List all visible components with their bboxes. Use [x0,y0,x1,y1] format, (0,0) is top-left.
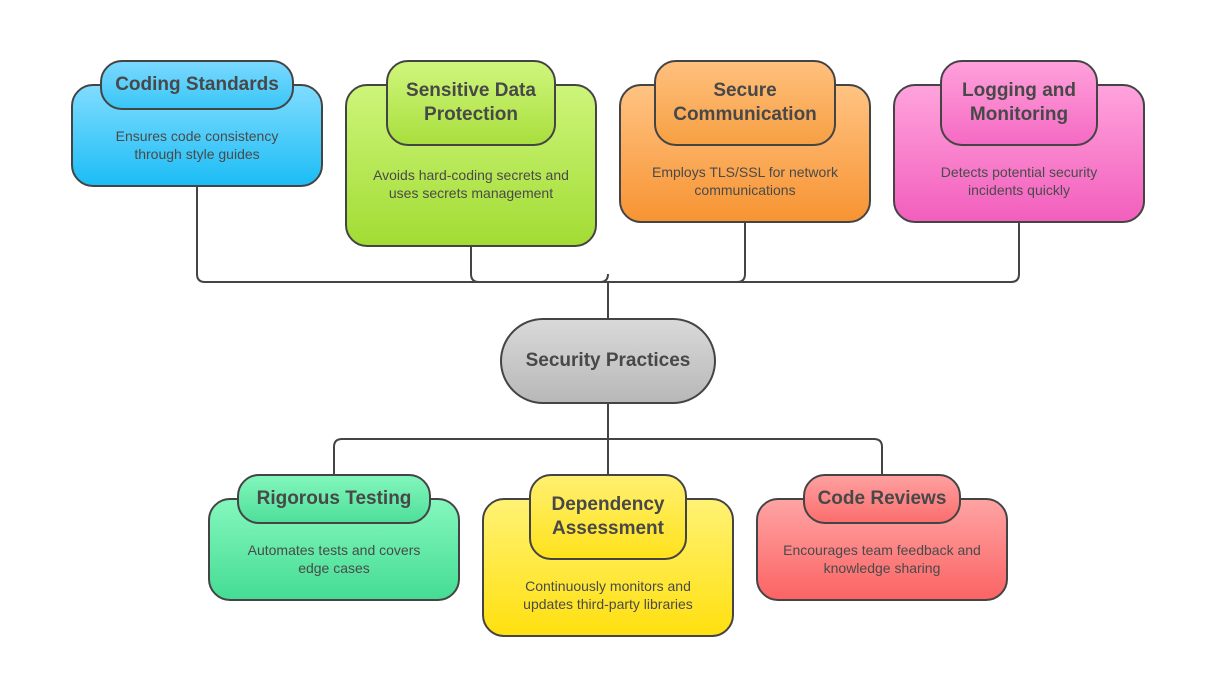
connector-bottom-bar [333,438,883,475]
connector-logging [608,222,1020,283]
center-node-security-practices: Security Practices [500,318,716,404]
node-secure-communication-title: Secure Communication [654,60,836,146]
node-code-reviews-title: Code Reviews [803,474,961,524]
node-secure-communication-description: Employs TLS/SSL for network communicatio… [652,164,838,198]
connector-sensitive-data [470,246,608,283]
node-rigorous-testing-title: Rigorous Testing [237,474,431,524]
connector-secure-communication [608,222,746,283]
node-coding-standards-title: Coding Standards [100,60,294,110]
node-logging-and-monitoring-title: Logging and Monitoring [940,60,1098,146]
node-coding-standards-description: Ensures code consistency through style g… [115,128,279,162]
node-sensitive-data-protection-title: Sensitive Data Protection [386,60,556,146]
connector-coding-standards [196,186,609,283]
node-dependency-assessment-title: Dependency Assessment [529,474,687,560]
node-dependency-assessment-description: Continuously monitors and updates third-… [523,578,693,612]
node-code-reviews [756,498,1008,601]
node-rigorous-testing-description: Automates tests and covers edge cases [247,542,421,576]
node-sensitive-data-protection-description: Avoids hard-coding secrets and uses secr… [373,167,569,201]
node-logging-and-monitoring-description: Detects potential security incidents qui… [940,164,1098,198]
node-code-reviews-description: Encourages team feedback and knowledge s… [783,542,981,576]
